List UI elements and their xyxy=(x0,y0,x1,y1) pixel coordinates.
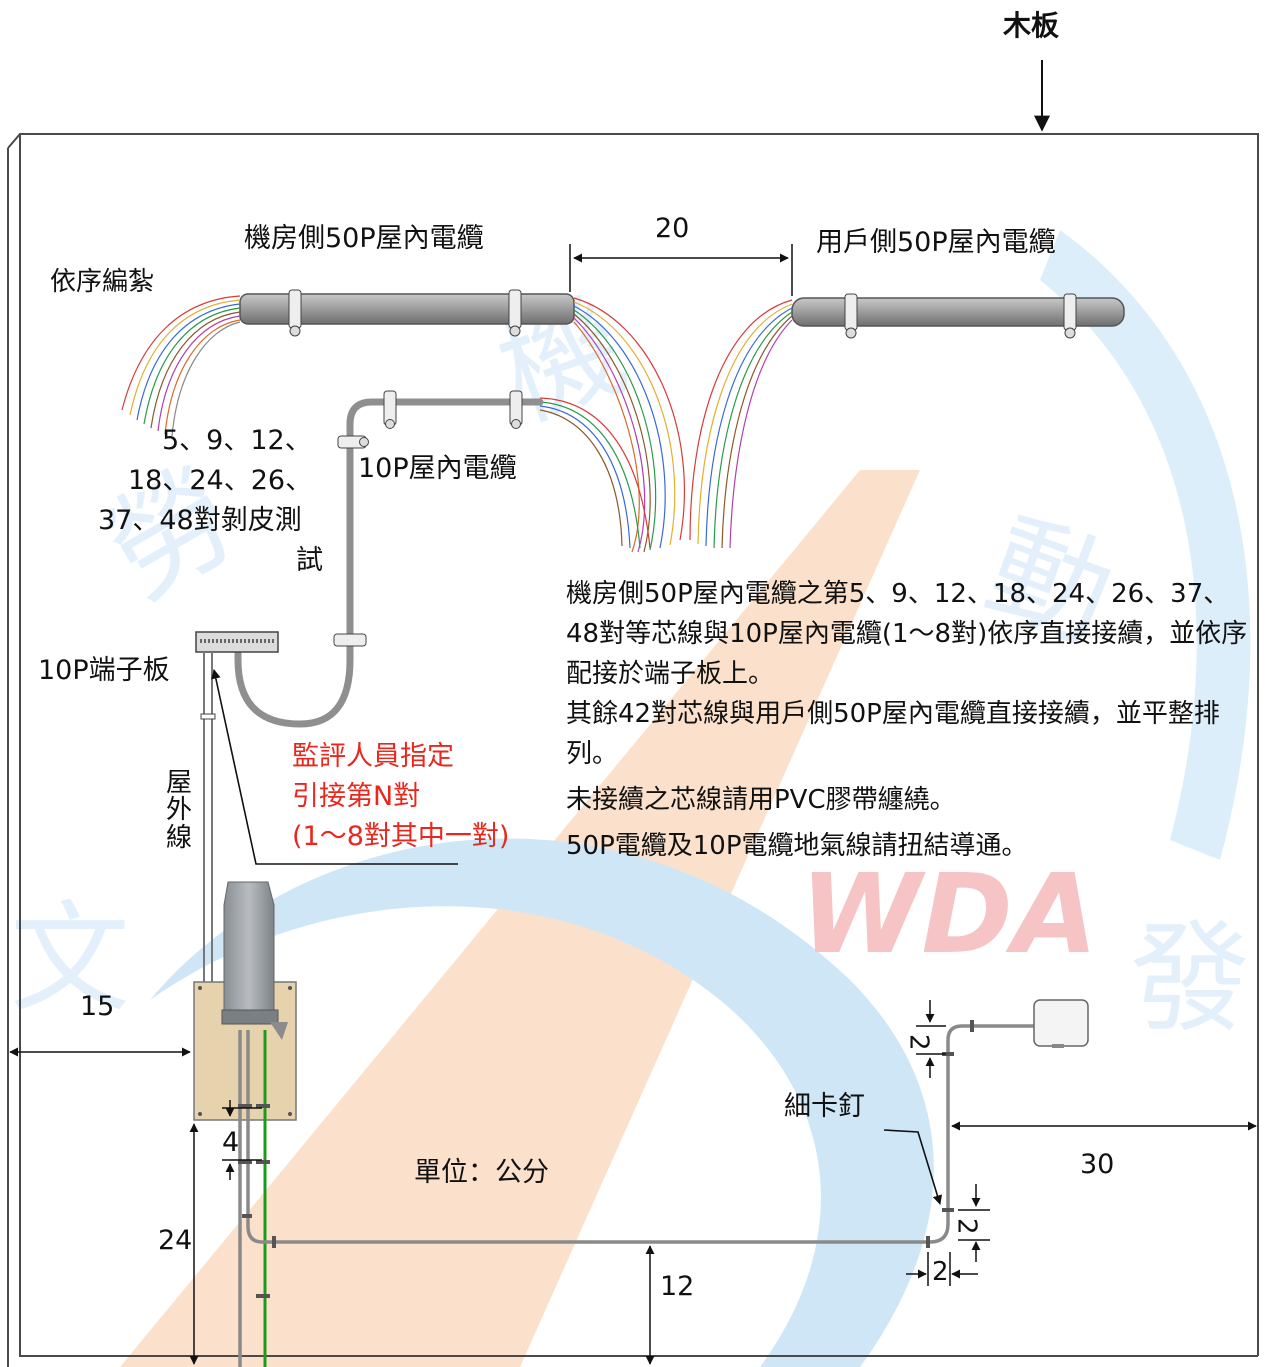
10p-indoor-cable xyxy=(234,390,544,728)
splice-wires xyxy=(539,297,793,553)
unit-label: 單位：公分 xyxy=(414,1157,549,1188)
dimension-24: 24 xyxy=(158,1225,193,1256)
room-side-50p-cable xyxy=(239,289,575,337)
test-pairs-line-1: 5、9、12、 xyxy=(162,425,312,456)
watermark-blue-arc-right xyxy=(1040,230,1251,860)
splice-length-dimension xyxy=(569,244,793,296)
dimension-15: 15 xyxy=(80,991,115,1022)
outdoor-line-label: 屋外線 xyxy=(165,768,192,853)
terminal-board xyxy=(195,631,279,653)
dimension-12: 12 xyxy=(660,1271,695,1302)
test-pairs-line-3: 37、48對剝皮測 xyxy=(98,505,302,536)
10p-cable-label: 10P屋內電纜 xyxy=(358,453,517,484)
designated-line-2: 引接第N對 xyxy=(292,781,421,812)
user-side-50p-cable xyxy=(791,293,1125,339)
terminal-board-label: 10P端子板 xyxy=(38,655,170,686)
watermark-orange-stroke xyxy=(120,470,920,1367)
instruction-line: 未接續之芯線請用PVC膠帶纏繞。 xyxy=(566,785,956,815)
wood-board-label: 木板 xyxy=(1003,9,1060,42)
bundled-wires-left xyxy=(121,295,241,437)
watermark: 機 勞 動 發 文 xyxy=(10,230,1251,1367)
watermark-glyph: 發 xyxy=(1130,910,1250,1049)
route-cable xyxy=(238,1024,1034,1367)
room-side-cable-label: 機房側50P屋內電纜 xyxy=(244,223,484,254)
test-pairs-line-2: 18、24、26、 xyxy=(128,465,313,496)
bundle-order-label: 依序編紮 xyxy=(50,267,155,297)
dimension-4: 4 xyxy=(222,1127,240,1158)
outlet-box xyxy=(1033,999,1089,1048)
staple-label: 細卡釘 xyxy=(784,1091,865,1122)
user-side-cable-label: 用戶側50P屋內電纜 xyxy=(816,227,1056,258)
leader-lines xyxy=(211,669,943,1205)
dimension-30: 30 xyxy=(1080,1149,1115,1180)
instruction-line: 50P電纜及10P電纜地氣線請扭結導通。 xyxy=(566,831,1028,861)
dimension-lines xyxy=(9,1000,1257,1365)
splice-closure-block xyxy=(193,881,297,1121)
test-pairs-line-4: 試 xyxy=(296,545,323,576)
watermark-blue-arc xyxy=(150,838,934,1367)
dimension-2-bottom: 2 xyxy=(932,1257,949,1287)
instruction-line: 機房側50P屋內電纜之第5、9、12、18、24、26、37、48對等芯線與10… xyxy=(566,579,1248,689)
watermark-wda: WDA xyxy=(800,850,1098,978)
cable-staples xyxy=(238,1020,974,1298)
wood-board xyxy=(7,133,1259,1367)
instruction-line: 其餘42對芯線與用戶側50P屋內電纜直接接續，並平整排列。 xyxy=(566,699,1220,769)
designated-line-1: 監評人員指定 xyxy=(292,741,454,772)
splice-length-label: 20 xyxy=(655,213,690,244)
instruction-text: 機房側50P屋內電纜之第5、9、12、18、24、26、37、48對等芯線與10… xyxy=(566,574,1256,866)
watermark-glyph: 文 xyxy=(10,890,130,1029)
dimension-2-right: 2 xyxy=(951,1217,982,1235)
dimension-2-top: 2 xyxy=(903,1033,934,1051)
designated-line-3: (1～8對其中一對) xyxy=(292,821,510,852)
